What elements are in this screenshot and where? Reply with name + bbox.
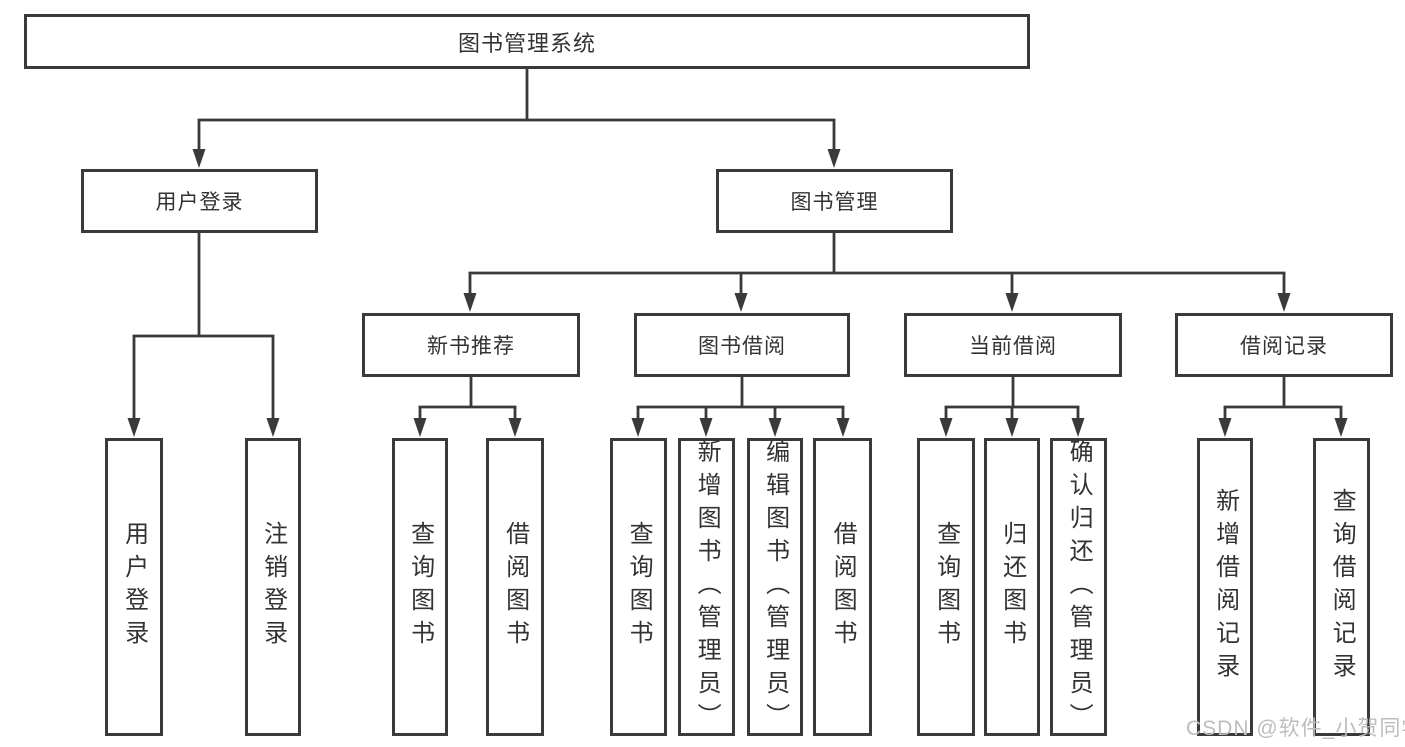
node-label: 查询借阅记录 [1328,488,1356,686]
node-label: 新书推荐 [427,335,515,358]
leaf-confirm-return-admin: 确认归还（管理员） [1050,438,1107,736]
node-label: 用户登录 [120,521,148,653]
node-library-management-system: 图书管理系统 [24,14,1030,69]
node-label: 确认归还（管理员） [1065,438,1093,736]
node-label: 归还图书 [998,521,1026,653]
leaf-add-book-admin: 新增图书（管理员） [678,438,735,736]
node-book-management: 图书管理 [716,169,953,233]
leaf-query-borrow-record: 查询借阅记录 [1313,438,1370,736]
leaf-edit-book-admin: 编辑图书（管理员） [747,438,803,736]
node-label: 图书借阅 [698,335,786,358]
node-label: 借阅记录 [1240,335,1328,358]
leaf-query-books-current: 查询图书 [917,438,975,736]
node-label: 借阅图书 [501,521,529,653]
csdn-watermark: CSDN @软件_小贺同学 [1186,717,1405,740]
leaf-borrow-books-recommend: 借阅图书 [486,438,544,736]
node-borrow-records: 借阅记录 [1175,313,1393,377]
leaf-borrow-books: 借阅图书 [813,438,872,736]
node-label: 当前借阅 [969,335,1057,358]
node-label: 用户登录 [155,191,244,214]
leaf-return-books: 归还图书 [984,438,1040,736]
leaf-query-books-recommend: 查询图书 [392,438,448,736]
node-new-book-recommend: 新书推荐 [362,313,580,377]
node-label: 查询图书 [625,521,653,653]
leaf-logout: 注销登录 [245,438,301,736]
leaf-query-books-borrow: 查询图书 [610,438,667,736]
node-current-borrow: 当前借阅 [904,313,1122,377]
node-label: 查询图书 [932,521,960,653]
leaf-user-login: 用户登录 [105,438,163,736]
node-label: 借阅图书 [829,521,857,653]
node-label: 新增图书（管理员） [693,438,721,736]
node-label: 查询图书 [406,521,434,653]
node-user-login: 用户登录 [81,169,318,233]
node-label: 图书管理 [790,191,879,214]
node-label: 新增借阅记录 [1211,488,1239,686]
node-book-borrow: 图书借阅 [634,313,850,377]
node-label: 编辑图书（管理员） [761,438,789,736]
leaf-add-borrow-record: 新增借阅记录 [1197,438,1253,736]
node-label: 图书管理系统 [457,30,596,56]
node-label: 注销登录 [259,521,287,653]
